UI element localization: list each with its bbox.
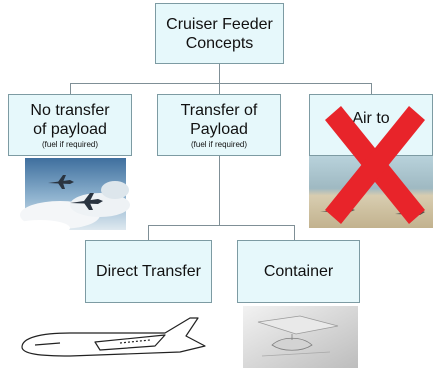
- connector-level1-bus: [70, 83, 372, 84]
- connector-transfer-down: [219, 155, 220, 225]
- transfer-note: (fuel if required): [190, 139, 248, 149]
- connector-to-direct: [148, 225, 149, 241]
- connector-root-down: [219, 63, 220, 83]
- container-label: Container: [263, 263, 334, 280]
- connector-to-container: [294, 225, 295, 241]
- red-x-cross-icon: [325, 106, 425, 224]
- airplanes-over-clouds-image: [10, 158, 130, 236]
- connector-to-no-transfer: [70, 83, 71, 95]
- root-label-line1: Cruiser Feeder: [166, 15, 273, 33]
- connector-level2-bus: [148, 225, 295, 226]
- connector-to-air: [371, 83, 372, 95]
- node-container: Container: [237, 240, 360, 303]
- no-transfer-line1: No transfer: [30, 101, 110, 119]
- root-node: Cruiser Feeder Concepts: [155, 3, 284, 64]
- node-transfer-of-payload: Transfer of Payload (fuel if required): [157, 94, 281, 156]
- airplane-outline-sketch-image: [21, 317, 206, 357]
- transfer-line2: Payload: [190, 120, 248, 138]
- root-label-line2: Concepts: [185, 34, 254, 52]
- container-render-image: [243, 306, 358, 368]
- air-to-label: Air to: [352, 110, 390, 127]
- node-direct-transfer: Direct Transfer: [85, 240, 212, 303]
- direct-transfer-label: Direct Transfer: [96, 263, 201, 280]
- node-no-transfer: No transfer of payload (fuel if required…: [8, 94, 132, 156]
- transfer-line1: Transfer of: [180, 101, 258, 119]
- connector-to-transfer: [219, 83, 220, 95]
- no-transfer-line2: of payload: [33, 120, 107, 138]
- no-transfer-note: (fuel if required): [41, 139, 99, 149]
